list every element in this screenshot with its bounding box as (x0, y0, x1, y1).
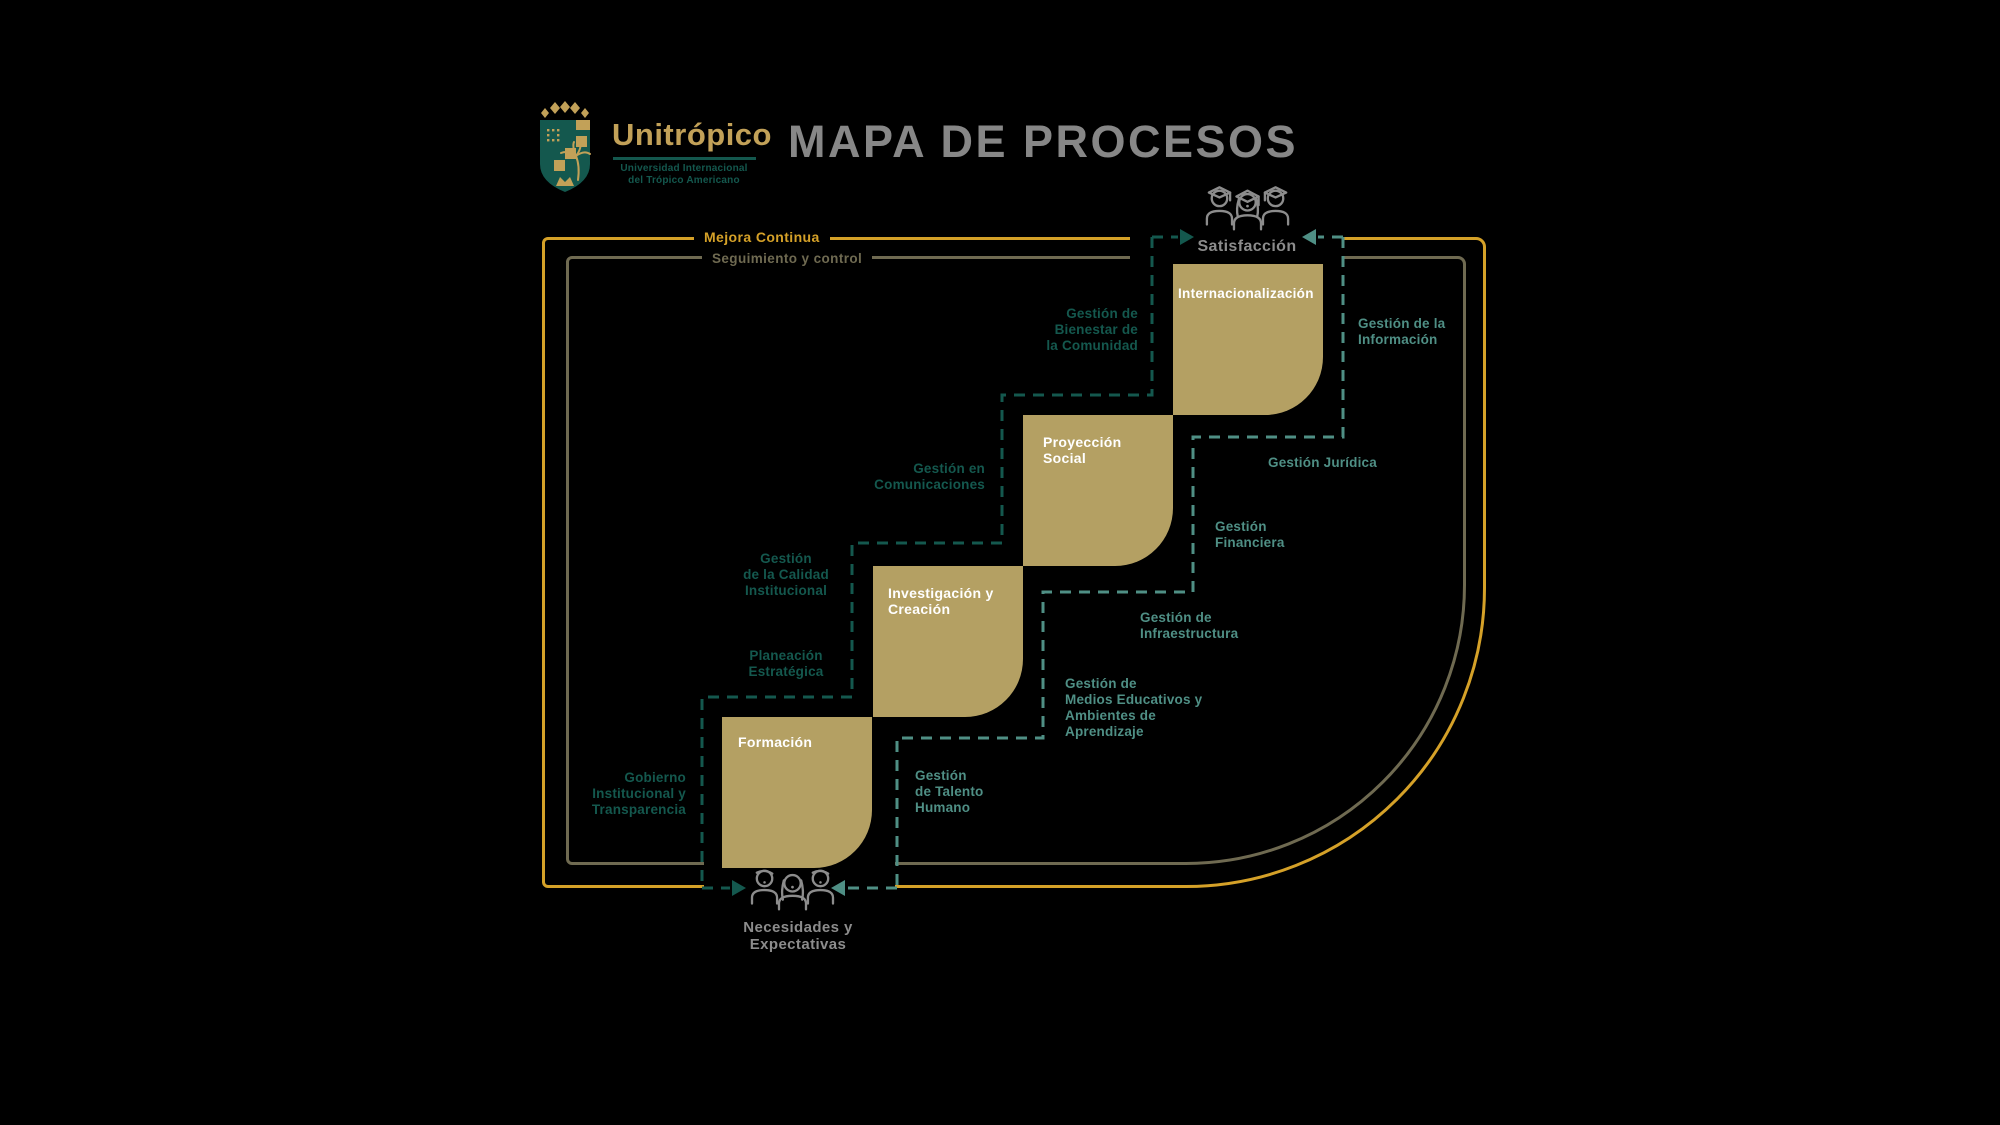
brand-subline-2: del Trópico Americano (628, 175, 740, 186)
brand-subline-1: Universidad Internacional (620, 163, 748, 174)
step-formacion: Formación (722, 717, 872, 868)
necesidades-arrow-right-head (831, 880, 845, 896)
necesidades-label: Necesidades y Expectativas (743, 919, 853, 954)
unitropico-shield-icon (540, 101, 591, 192)
step-investigacion-creacion: Investigación y Creación (873, 566, 1023, 717)
brand-divider (613, 157, 756, 160)
seguimiento-control-loop (566, 256, 1466, 865)
mejora-continua-loop (542, 237, 1486, 888)
community-people-icon (750, 869, 835, 911)
step-internacionalizacion: Internacionalización (1173, 264, 1323, 415)
mejora-continua-label: Mejora Continua (694, 229, 830, 245)
step-proyeccion-social: Proyección Social (1023, 415, 1173, 566)
page-title: MAPA DE PROCESOS (788, 116, 1299, 167)
necesidades-arrow-left-head (732, 880, 746, 896)
graduates-icon (1205, 186, 1290, 231)
satisfaccion-arrow-right-head (1302, 229, 1316, 245)
left-support-staircase (700, 237, 1154, 888)
brand-name: Unitrópico (612, 117, 772, 152)
satisfaccion-arrow-left-head (1180, 229, 1194, 245)
seguimiento-control-label: Seguimiento y control (702, 251, 873, 266)
support-label-juridica: Gestión Jurídica (1268, 455, 1377, 470)
right-support-staircase (895, 237, 1345, 888)
satisfaccion-label: Satisfacción (1197, 238, 1297, 255)
